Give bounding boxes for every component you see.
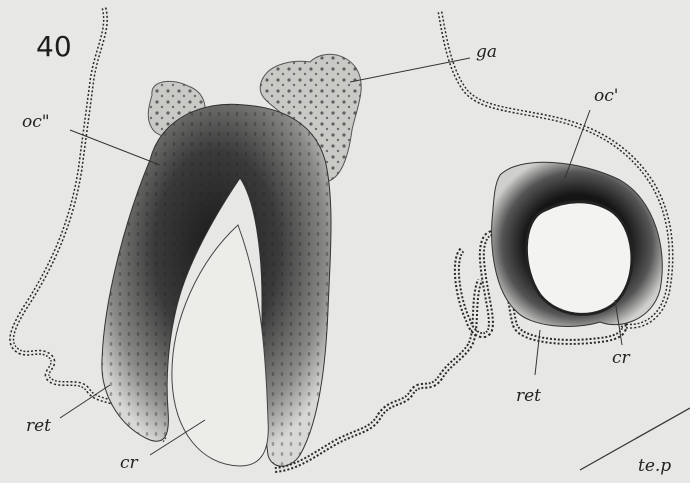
label-oc-prime: oc' (594, 88, 618, 105)
leader-tep (580, 408, 690, 470)
label-cr-left: cr (120, 455, 138, 472)
label-ga: ga (476, 44, 497, 61)
label-te-p: te.p (638, 458, 671, 475)
label-ret-right: ret (516, 388, 541, 405)
label-cr-right: cr (612, 350, 630, 367)
label-oc-double-prime: oc" (22, 114, 50, 131)
figure-number: 40 (36, 30, 72, 63)
label-ret-left: ret (26, 418, 51, 435)
